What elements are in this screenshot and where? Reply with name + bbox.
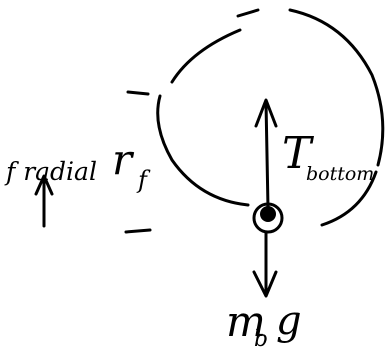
weight-g-label: g [276, 298, 302, 344]
radial-arrowhead [34, 174, 54, 196]
radial-r-subscript: f [136, 166, 151, 194]
tension-arrow [254, 98, 278, 210]
dash-lower-left [124, 228, 152, 234]
tension-subscript: bottom [306, 163, 374, 185]
weight-mass-label: m [226, 297, 266, 346]
circular-path [124, 8, 385, 234]
circle-arc-left [156, 94, 250, 207]
mass-center-dot [260, 206, 276, 222]
weight-arrow [252, 230, 278, 298]
dash-upper-left [126, 90, 150, 96]
weight-arrowhead [252, 270, 278, 298]
radial-r-label: r [112, 135, 135, 184]
weight-mass-subscript: b [254, 327, 268, 352]
tension-label: T [282, 128, 315, 179]
tension-arrowhead [254, 98, 278, 128]
circle-tick-top [236, 8, 260, 18]
radial-force-arrow [34, 174, 54, 228]
circle-arc-top-right [288, 8, 385, 167]
radial-force-label: f radial [4, 157, 97, 186]
circle-arc-top-left [170, 28, 242, 84]
tension-arrow-shaft [264, 100, 270, 210]
circle-arc-bottom-right [320, 170, 378, 227]
